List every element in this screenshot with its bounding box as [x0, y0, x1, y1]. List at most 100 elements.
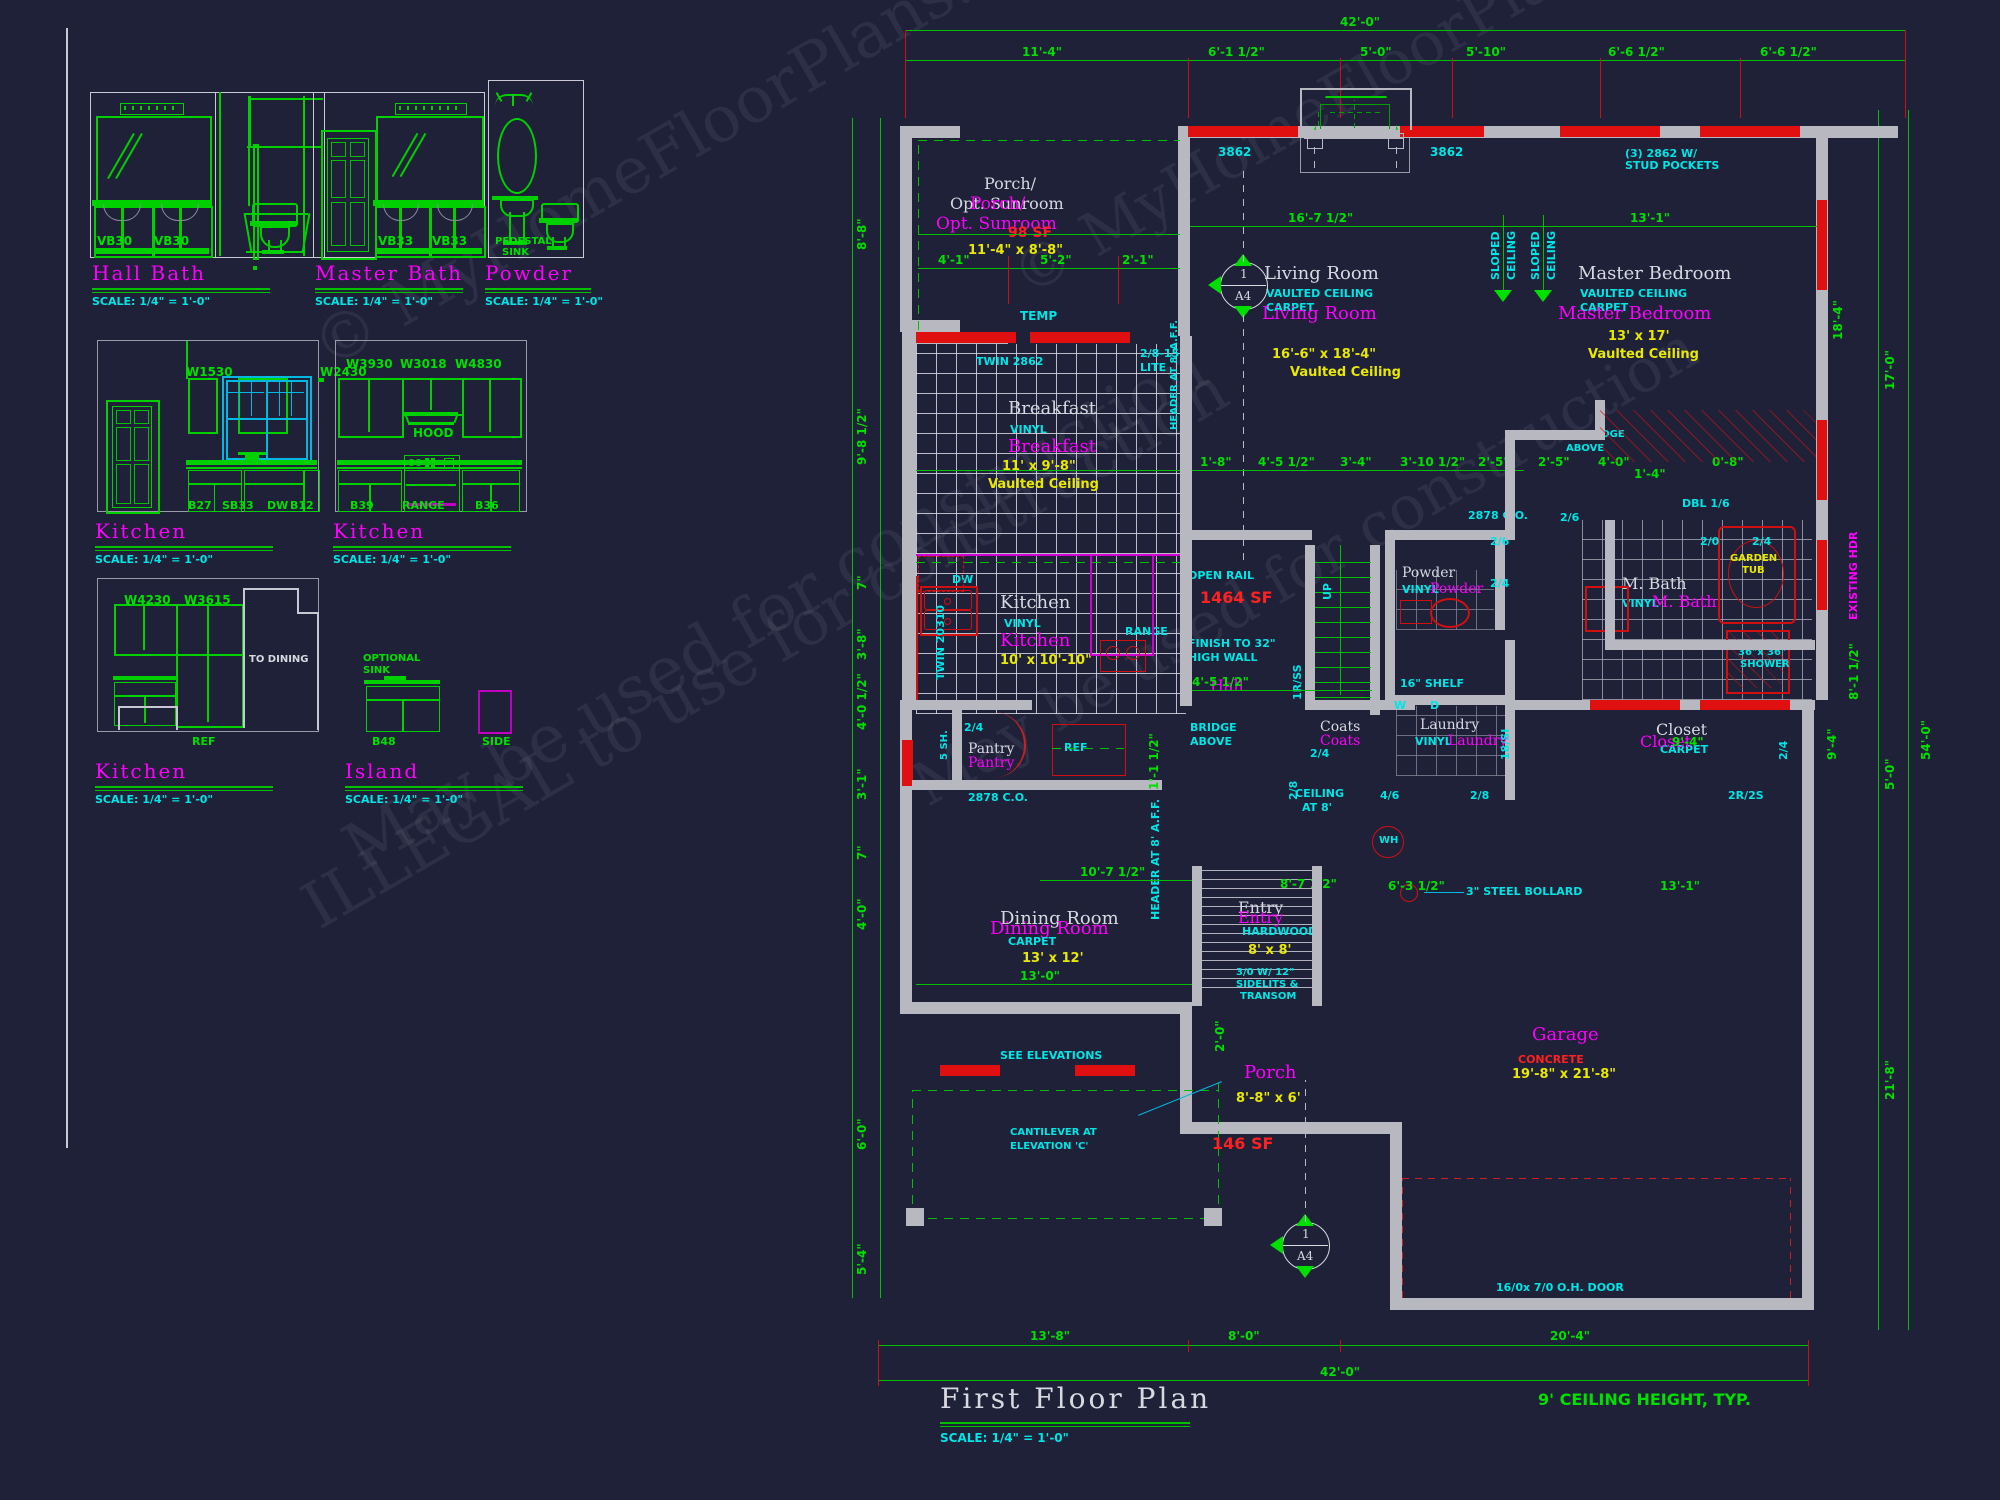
dim-living-width: 16'-7 1/2": [1288, 211, 1354, 225]
sidelite-note-2: TRANSOM: [1240, 991, 1297, 1002]
room-garage-size: 19'-8" x 21'-8": [1512, 1067, 1617, 1082]
kitchen2-base-2: B36: [475, 499, 499, 512]
dim-inner-8: 3'-4": [1340, 455, 1372, 469]
callout-2-num: 1: [1302, 1227, 1310, 1241]
dim-right-5: 21'-8": [1883, 1060, 1897, 1100]
island-scale: SCALE: 1/4" = 1'-0": [345, 793, 464, 806]
stair-up-label: UP: [1321, 583, 1334, 600]
room-kitchen-name-mag: Kitchen: [1000, 630, 1071, 651]
room-living-size: 16'-6" x 18'-4": [1272, 347, 1377, 362]
dim-top-5: 6'-6 1/2": [1760, 45, 1817, 59]
plant-ledge-note-1: ABOVE: [1566, 443, 1605, 454]
room-entry-finish: HARDWOOD: [1242, 925, 1318, 938]
kitchen1-base-1: SB33: [222, 499, 254, 512]
room-breakfast-ceiling: Vaulted Ceiling: [988, 477, 1099, 492]
door-28-b: 2/8: [1470, 789, 1490, 802]
island-note-0: OPTIONAL: [363, 653, 421, 664]
door-24-a: 2/4: [964, 721, 984, 734]
room-laundry-finish: VINYL: [1415, 735, 1452, 748]
dbl-16-note: DBL 1/6: [1682, 497, 1730, 510]
dim-right-3: 9'-4": [1825, 728, 1839, 760]
room-master-finish2: CARPET: [1580, 301, 1629, 314]
room-breakfast-name: Breakfast: [1008, 398, 1096, 419]
range-label: RANGE: [1125, 625, 1168, 638]
room-mbath-finish: VINYL: [1622, 597, 1659, 610]
dim-left-6: 7": [855, 845, 869, 860]
dim-inner-15: 10'-7 1/2": [1080, 865, 1146, 879]
hall-bath-title: Hall Bath: [92, 261, 207, 285]
room-living-finish2: CARPET: [1266, 301, 1315, 314]
room-kitchen-finish: VINYL: [1004, 617, 1041, 630]
dim-top-4: 6'-6 1/2": [1608, 45, 1665, 59]
dim-living-depth: 18'-4": [1831, 300, 1845, 340]
kitchen2-hood-label: HOOD: [413, 426, 454, 440]
twin-20310-label: TWIN 20310: [934, 604, 947, 680]
stud-pockets-note-1: STUD POCKETS: [1625, 159, 1720, 172]
kitchen1-upper-0: W1530: [186, 365, 233, 379]
room-breakfast-finish: VINYL: [1010, 423, 1047, 436]
kitchen2-upper-0: W3930: [346, 357, 393, 371]
room-powder-name-mag: Powder: [1430, 581, 1484, 597]
room-living-finish: VAULTED CEILING: [1266, 287, 1374, 300]
door-26-b: 2/6: [1560, 511, 1580, 524]
kitchen2-base-0: B39: [350, 499, 374, 512]
room-dining-name-mag: Dining Room: [990, 918, 1109, 939]
dim-dining-width: 13'-0": [1020, 969, 1060, 983]
room-master-name-mag: Master Bedroom: [1558, 303, 1712, 324]
room-porch-name: Porch: [1244, 1062, 1297, 1083]
room-living-name-mag: Living Room: [1262, 303, 1377, 324]
dim-inner-18: 4'-5 1/2": [1192, 675, 1249, 689]
plan-area-total: 1464 SF: [1200, 588, 1273, 607]
sheet-scale: SCALE: 1/4" = 1'-0": [940, 1431, 1069, 1445]
dim-inner-10: 2'-5": [1478, 455, 1510, 469]
see-elevations-note: SEE ELEVATIONS: [1000, 1049, 1103, 1062]
pantry-shelf-note: 5 SH.: [939, 730, 950, 760]
cantilever-note-1: ELEVATION 'C': [1010, 1141, 1089, 1152]
dim-inner-23: 8'-7 1/2": [1280, 877, 1337, 891]
room-master-finish: VAULTED CEILING: [1580, 287, 1688, 300]
dim-right-6: 54'-0": [1919, 720, 1933, 760]
door-24-d: 2/4: [1752, 535, 1772, 548]
room-garage-finish: CONCRETE: [1518, 1053, 1584, 1066]
room-living-ceiling: Vaulted Ceiling: [1290, 365, 1401, 380]
dim-inner-11: 2'-5": [1538, 455, 1570, 469]
finish-32-note-1: HIGH WALL: [1188, 651, 1258, 664]
kitchen3-note: TO DINING: [249, 654, 309, 665]
powder-title: Powder: [485, 261, 574, 285]
room-dining-finish: CARPET: [1008, 935, 1057, 948]
kitchen3-base-0: REF: [192, 735, 216, 748]
sloped-ceiling-b-1: CEILING: [1545, 230, 1558, 280]
lite-2815-label: 2/8-15: [1140, 347, 1180, 360]
powder-scale: SCALE: 1/4" = 1'-0": [485, 295, 604, 308]
sloped-ceiling-a-1: CEILING: [1505, 230, 1518, 280]
garden-tub-note-1: TUB: [1742, 565, 1765, 576]
kitchen3-title: Kitchen: [95, 759, 188, 783]
room-powder-finish: VINYL: [1402, 583, 1439, 596]
room-porch-sunroom-name-mag: Porch/: [970, 194, 1026, 214]
room-porch-sunroom-name: Porch/: [984, 174, 1037, 193]
kitchen2-scale: SCALE: 1/4" = 1'-0": [333, 553, 452, 566]
sidelite-note-1: SIDELITS &: [1236, 979, 1299, 990]
kitchen2-title: Kitchen: [333, 519, 426, 543]
callout-1-sheet: A4: [1235, 289, 1252, 303]
dim-porch-0: 4'-1": [938, 253, 970, 267]
kitchen2-base-1: RANGE: [402, 499, 445, 512]
room-garage-name: Garage: [1532, 1024, 1599, 1045]
room-breakfast-size: 11' x 9'-8": [1002, 459, 1076, 474]
room-living-name: Living Room: [1264, 263, 1379, 284]
powder-cabinet-0: PEDESTAL: [495, 236, 552, 247]
island-base-1: SIDE: [482, 735, 511, 748]
dim-porch-1: 5'-2": [1040, 253, 1072, 267]
oh-door-note: 16/0x 7/0 O.H. DOOR: [1496, 1281, 1624, 1294]
callout-1-num: 1: [1240, 267, 1248, 281]
room-laundry-name: Laundry: [1420, 717, 1480, 733]
dim-left-7: 4'-0": [855, 898, 869, 930]
dim-left-1: 9'-8 1/2": [855, 408, 869, 465]
lite-2815-label-2: LITE: [1140, 361, 1167, 374]
bridge-note-1: ABOVE: [1190, 735, 1232, 748]
master-bath-cabinet-1: VB33: [432, 234, 468, 248]
header-note-b: HEADER AT 8' A.F.F.: [1149, 798, 1162, 920]
hall-bath-scale: SCALE: 1/4" = 1'-0": [92, 295, 211, 308]
room-entry-size: 8' x 8': [1248, 943, 1292, 958]
